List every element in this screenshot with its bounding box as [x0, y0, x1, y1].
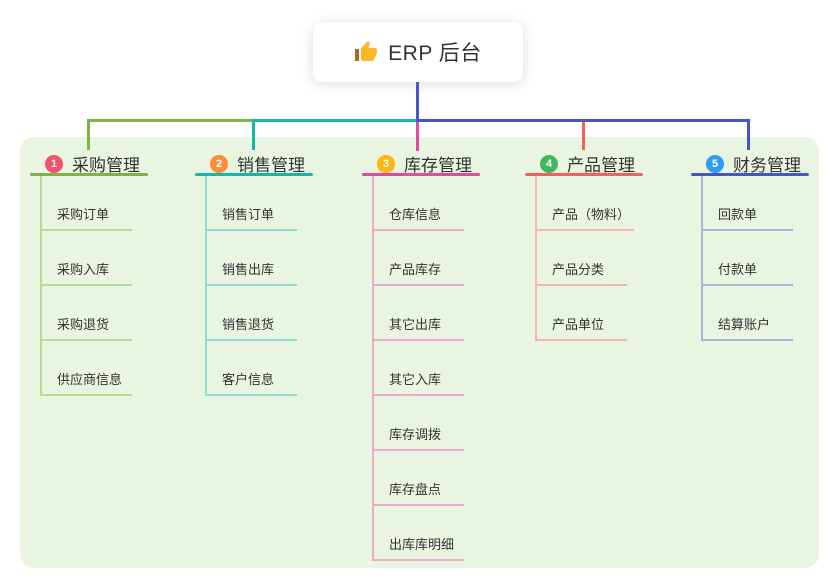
- branch-underline: [362, 173, 480, 176]
- child-node[interactable]: 产品单位: [535, 317, 627, 341]
- child-node[interactable]: 客户信息: [205, 372, 297, 396]
- child-node[interactable]: 其它入库: [372, 372, 464, 396]
- branch-label: 销售管理: [237, 156, 305, 175]
- connector-branch-1-horizontal: [87, 119, 254, 122]
- branch-label: 库存管理: [404, 156, 472, 175]
- branch-index-badge: 3: [377, 154, 395, 173]
- child-node[interactable]: 结算账户: [701, 317, 793, 341]
- connector-branch-2-horizontal: [252, 119, 418, 122]
- branch-node-product[interactable]: 4 产品管理: [540, 151, 635, 176]
- branch-underline: [195, 173, 313, 176]
- connector-branch-1-drop: [87, 119, 90, 150]
- child-node[interactable]: 产品（物料）: [535, 207, 635, 231]
- branches-panel: [20, 137, 819, 568]
- branch-index-badge: 4: [540, 154, 558, 173]
- child-node[interactable]: 产品分类: [535, 262, 627, 286]
- child-node[interactable]: 库存盘点: [372, 482, 464, 506]
- branch-node-sales[interactable]: 2 销售管理: [210, 151, 305, 176]
- connector-branch-5-drop: [747, 119, 750, 150]
- child-node[interactable]: 付款单: [701, 262, 793, 286]
- connector-branch-5-horizontal: [416, 119, 750, 122]
- root-node[interactable]: ERP 后台: [313, 22, 523, 82]
- child-node[interactable]: 产品库存: [372, 262, 464, 286]
- child-node[interactable]: 其它出库: [372, 317, 464, 341]
- branch-label: 产品管理: [567, 156, 635, 175]
- child-node[interactable]: 回款单: [701, 207, 793, 231]
- branch-index-badge: 1: [45, 154, 63, 173]
- branch-index-badge: 5: [706, 154, 724, 173]
- branch-trunk-line: [701, 176, 703, 341]
- child-node[interactable]: 采购订单: [40, 207, 132, 231]
- child-node[interactable]: 采购入库: [40, 262, 132, 286]
- branch-underline: [30, 173, 148, 176]
- child-node[interactable]: 出库库明细: [372, 537, 464, 561]
- child-node[interactable]: 库存调拨: [372, 427, 464, 451]
- child-node[interactable]: 供应商信息: [40, 372, 132, 396]
- branch-node-inventory[interactable]: 3 库存管理: [377, 151, 472, 176]
- child-node[interactable]: 销售退货: [205, 317, 297, 341]
- connector-root-vertical: [416, 81, 419, 122]
- branch-trunk-line: [205, 176, 207, 396]
- branch-underline: [691, 173, 809, 176]
- child-node[interactable]: 采购退货: [40, 317, 132, 341]
- branch-trunk-line: [372, 176, 374, 561]
- child-node[interactable]: 销售订单: [205, 207, 297, 231]
- branch-label: 采购管理: [72, 156, 140, 175]
- branch-node-purchase[interactable]: 1 采购管理: [45, 151, 140, 176]
- connector-branch-3-drop: [416, 121, 419, 151]
- thumbs-up-icon: [354, 40, 378, 64]
- branch-label: 财务管理: [733, 156, 801, 175]
- branch-underline: [525, 173, 643, 176]
- branch-trunk-line: [535, 176, 537, 341]
- branch-trunk-line: [40, 176, 42, 396]
- child-node[interactable]: 仓库信息: [372, 207, 464, 231]
- connector-branch-2-drop: [252, 119, 255, 150]
- branch-index-badge: 2: [210, 154, 228, 173]
- root-node-label: ERP 后台: [388, 42, 482, 65]
- branch-node-finance[interactable]: 5 财务管理: [706, 151, 801, 176]
- child-node[interactable]: 销售出库: [205, 262, 297, 286]
- connector-branch-4-drop: [582, 121, 585, 150]
